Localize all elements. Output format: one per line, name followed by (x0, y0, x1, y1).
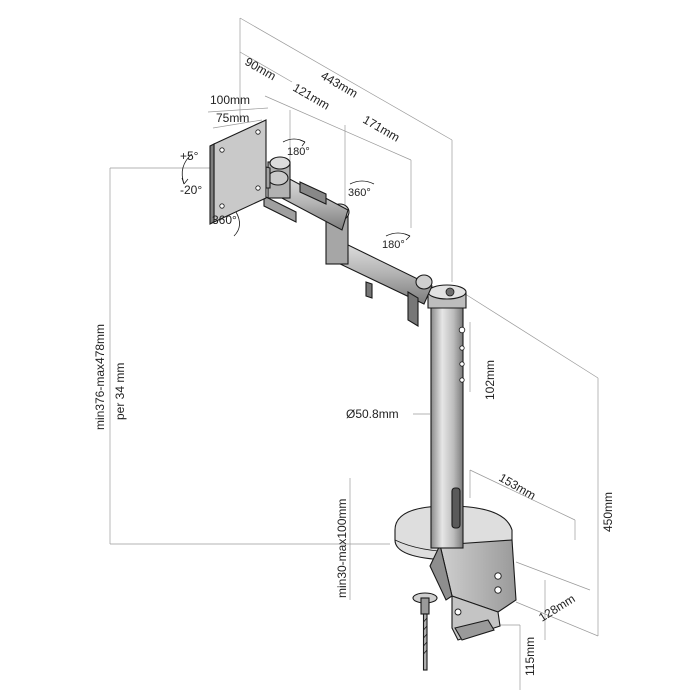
vesa-plate (209, 119, 267, 225)
dim-100mm: 100mm (210, 93, 250, 107)
dim-height-step: per 34 mm (113, 363, 127, 420)
dim-diameter: Ø50.8mm (346, 407, 399, 421)
angle-tilt-up: +5° (180, 149, 199, 163)
dim-102mm: 102mm (483, 360, 497, 400)
angle-labels: +5° -20° 360° 180° 360° 180° (180, 146, 405, 251)
dim-171mm: 171mm (361, 112, 403, 144)
dim-153mm: 153mm (497, 470, 539, 502)
dim-clamp-range: min30-max100mm (335, 499, 349, 598)
dim-90mm: 90mm (243, 54, 279, 83)
dim-450mm: 450mm (601, 492, 615, 532)
angle-rotate-joint-b: 180° (382, 239, 405, 251)
angle-rotate-joint-a: 180° (287, 146, 310, 158)
dim-128mm: 128mm (536, 591, 577, 624)
rotation-arrows (181, 138, 411, 241)
dim-121mm: 121mm (291, 80, 333, 112)
angle-rotate-head: 360° (212, 213, 237, 227)
angle-rotate-mid: 360° (348, 187, 371, 199)
dimension-lines (109, 17, 599, 690)
dim-height-range: min376-max478mm (93, 324, 107, 430)
pole (427, 284, 467, 549)
dimension-labels: 90mm 443mm 100mm 121mm 75mm 171mm 102mm … (93, 54, 615, 676)
dim-75mm: 75mm (216, 111, 249, 125)
angle-tilt-down: -20° (180, 183, 202, 197)
dim-115mm: 115mm (523, 637, 537, 676)
